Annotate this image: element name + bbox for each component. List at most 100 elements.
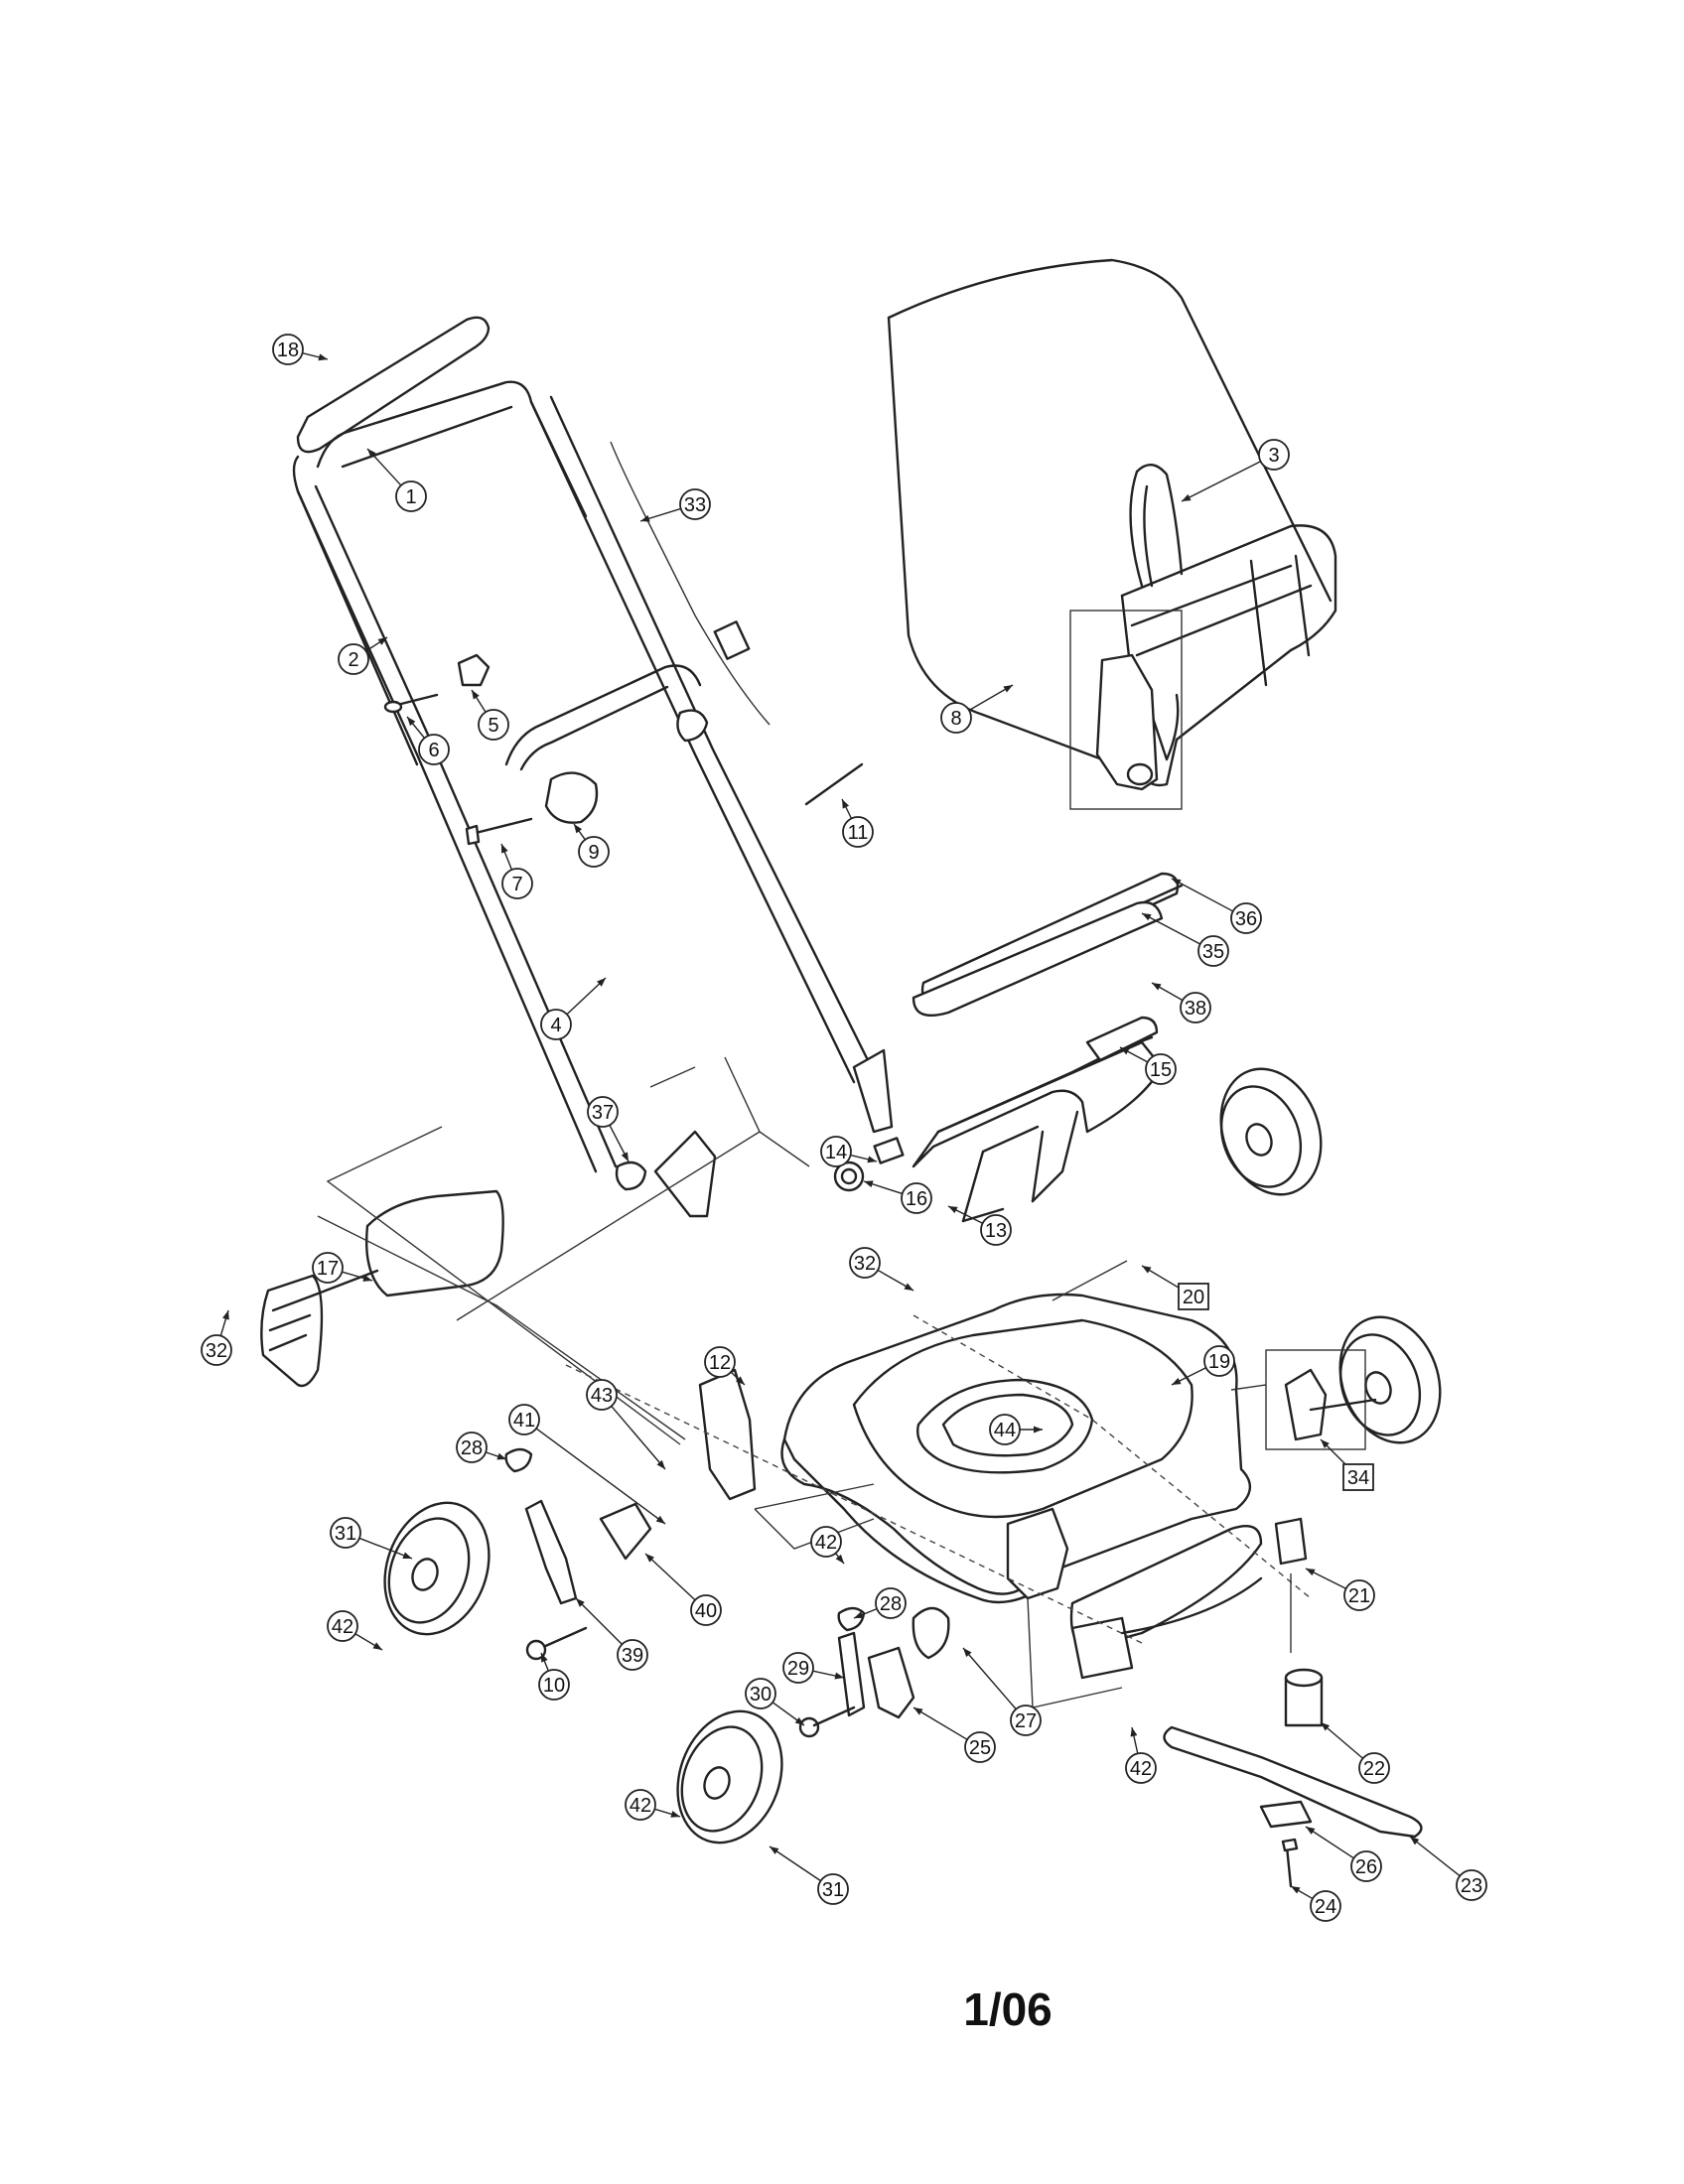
callout-3: 3 bbox=[1181, 439, 1290, 502]
callout-6: 6 bbox=[406, 716, 450, 765]
callout-29: 29 bbox=[782, 1652, 845, 1684]
callout-1: 1 bbox=[366, 448, 427, 512]
callout-number: 12 bbox=[709, 1352, 731, 1374]
leader-arrow bbox=[670, 1811, 680, 1818]
leader-arrow bbox=[222, 1310, 229, 1320]
leader-arrow bbox=[1142, 1266, 1152, 1274]
callout-36: 36 bbox=[1171, 878, 1262, 934]
callout-circle bbox=[817, 1873, 849, 1905]
callout-number: 43 bbox=[591, 1385, 613, 1407]
callout-41: 41 bbox=[508, 1404, 666, 1525]
callout-22: 22 bbox=[1320, 1721, 1390, 1784]
callout-5: 5 bbox=[471, 689, 509, 741]
callout-number: 37 bbox=[592, 1102, 614, 1124]
rear-door-drawing bbox=[833, 872, 1184, 1223]
callout-number: 42 bbox=[1130, 1758, 1152, 1780]
leader-arrow bbox=[501, 844, 508, 854]
wheel-front-right bbox=[1338, 1315, 1442, 1444]
callout-42: 42 bbox=[810, 1526, 845, 1565]
callout-circle bbox=[810, 1526, 842, 1558]
leader-arrow bbox=[864, 1180, 874, 1188]
callout-number: 1 bbox=[405, 486, 416, 508]
callout-circle bbox=[1203, 1345, 1235, 1377]
callout-circle bbox=[820, 1136, 852, 1167]
leader-line bbox=[912, 1706, 968, 1740]
callout-circle bbox=[1180, 992, 1211, 1024]
callout-28: 28 bbox=[853, 1587, 907, 1619]
callout-13: 13 bbox=[947, 1205, 1012, 1246]
callout-number: 42 bbox=[630, 1795, 651, 1817]
callout-circle bbox=[842, 816, 874, 848]
wheels-drawing bbox=[383, 1067, 1442, 1844]
leader-arrow bbox=[1003, 685, 1013, 693]
leader-arrow bbox=[867, 1156, 877, 1163]
leader-arrow bbox=[1291, 1886, 1301, 1894]
callout-circle bbox=[272, 334, 304, 365]
leader-arrow bbox=[367, 449, 376, 458]
callout-circle bbox=[690, 1594, 722, 1626]
callout-number: 15 bbox=[1150, 1059, 1172, 1081]
callout-14: 14 bbox=[820, 1136, 878, 1167]
callout-number: 39 bbox=[622, 1645, 643, 1667]
callout-9: 9 bbox=[573, 823, 610, 868]
wheel-rear-right bbox=[1219, 1067, 1323, 1196]
leader-line bbox=[575, 1597, 623, 1645]
callout-38: 38 bbox=[1151, 982, 1211, 1024]
leader-arrow bbox=[574, 824, 583, 834]
leader-arrow bbox=[1172, 1377, 1182, 1385]
callout-12: 12 bbox=[704, 1346, 746, 1386]
callout-15: 15 bbox=[1119, 1046, 1177, 1085]
callout-number: 30 bbox=[750, 1684, 772, 1706]
callout-30: 30 bbox=[745, 1678, 805, 1726]
leader-arrow bbox=[645, 1554, 654, 1563]
callout-number: 38 bbox=[1185, 998, 1206, 1020]
callout-circle bbox=[1010, 1705, 1042, 1736]
leader-arrow bbox=[372, 1642, 382, 1650]
callout-19: 19 bbox=[1171, 1345, 1235, 1386]
leader-arrow bbox=[736, 1376, 745, 1385]
callout-number: 42 bbox=[815, 1532, 837, 1554]
callout-circle bbox=[1125, 1752, 1157, 1784]
callout-circle bbox=[1350, 1850, 1382, 1882]
callout-24: 24 bbox=[1290, 1885, 1341, 1922]
leader-line bbox=[1409, 1836, 1461, 1877]
callout-number: 5 bbox=[488, 715, 498, 737]
callout-circle bbox=[980, 1214, 1012, 1246]
leader-arrow bbox=[377, 637, 387, 645]
callout-circle bbox=[538, 1669, 570, 1701]
callout-17: 17 bbox=[312, 1252, 373, 1284]
leader-line bbox=[769, 1845, 821, 1882]
leader-arrow bbox=[1034, 1426, 1043, 1433]
callout-circle bbox=[1358, 1752, 1390, 1784]
callout-circle bbox=[1230, 902, 1262, 934]
callout-circle bbox=[1456, 1869, 1487, 1901]
callout-circle bbox=[1343, 1579, 1375, 1611]
callout-42: 42 bbox=[327, 1610, 383, 1651]
callout-number: 25 bbox=[969, 1737, 991, 1759]
callout-number: 2 bbox=[348, 649, 358, 671]
callout-26: 26 bbox=[1305, 1826, 1382, 1882]
callout-circle bbox=[679, 488, 711, 520]
leader-line bbox=[611, 1405, 666, 1470]
callout-32: 32 bbox=[201, 1309, 232, 1366]
callout-number: 28 bbox=[880, 1593, 902, 1615]
callout-43: 43 bbox=[586, 1379, 666, 1470]
callout-number: 24 bbox=[1315, 1896, 1336, 1918]
callout-number: 44 bbox=[994, 1420, 1016, 1441]
leader-arrow bbox=[576, 1598, 585, 1607]
callout-number: 17 bbox=[317, 1258, 339, 1280]
callout-7: 7 bbox=[500, 843, 533, 899]
leader-line bbox=[1141, 912, 1201, 945]
callout-number: 23 bbox=[1461, 1875, 1482, 1897]
callout-31: 31 bbox=[330, 1517, 413, 1560]
callout-number: 32 bbox=[206, 1340, 227, 1362]
callout-box bbox=[1178, 1283, 1209, 1310]
callout-number: 20 bbox=[1183, 1287, 1204, 1308]
leader-arrow bbox=[835, 1554, 844, 1564]
leader-arrow bbox=[541, 1653, 548, 1663]
callout-number: 4 bbox=[550, 1015, 561, 1036]
leader-arrow bbox=[407, 717, 416, 727]
callout-circle bbox=[578, 836, 610, 868]
callout-2: 2 bbox=[338, 636, 388, 675]
callout-number: 28 bbox=[461, 1437, 483, 1459]
